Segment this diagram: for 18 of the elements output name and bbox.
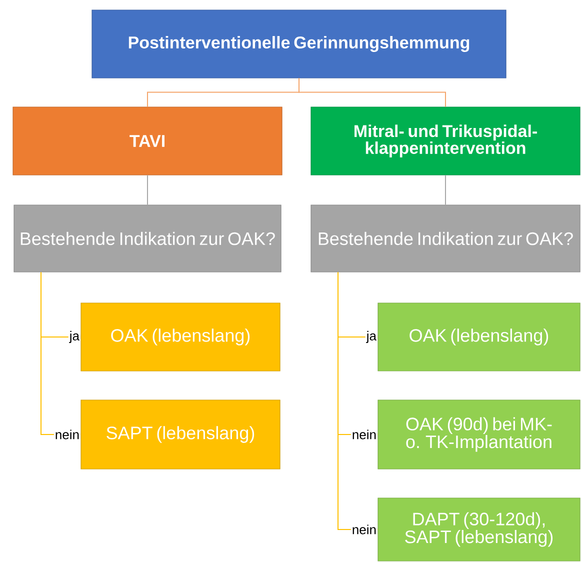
- connector: [147, 174, 148, 206]
- answer-box: OAK (90d) bei MK- o. TK-Implantation: [378, 400, 580, 470]
- answer-box: OAK (lebenslang): [378, 302, 580, 372]
- edge-label: ja: [365, 330, 378, 344]
- answer-box: DAPT (30-120d), SAPT (lebenslang): [378, 498, 580, 562]
- answer-box: OAK (lebenslang): [80, 302, 280, 372]
- connector: [445, 174, 446, 206]
- connector: [298, 78, 446, 108]
- category-box: TAVI: [12, 106, 282, 176]
- edge-label: ja: [68, 330, 80, 344]
- edge-label: nein: [54, 428, 80, 440]
- question-box: Bestehende Indikation zur OAK?: [14, 204, 282, 272]
- title-box: Postinterventionelle Gerinnungshemmung: [92, 10, 506, 78]
- question-box: Bestehende Indikation zur OAK?: [310, 204, 580, 272]
- edge-label: nein: [350, 428, 378, 440]
- answer-box: SAPT (lebenslang): [80, 400, 280, 470]
- category-box: Mitral- und Trikuspidal- klappenintervention: [310, 106, 580, 176]
- edge-label: nein: [350, 524, 378, 536]
